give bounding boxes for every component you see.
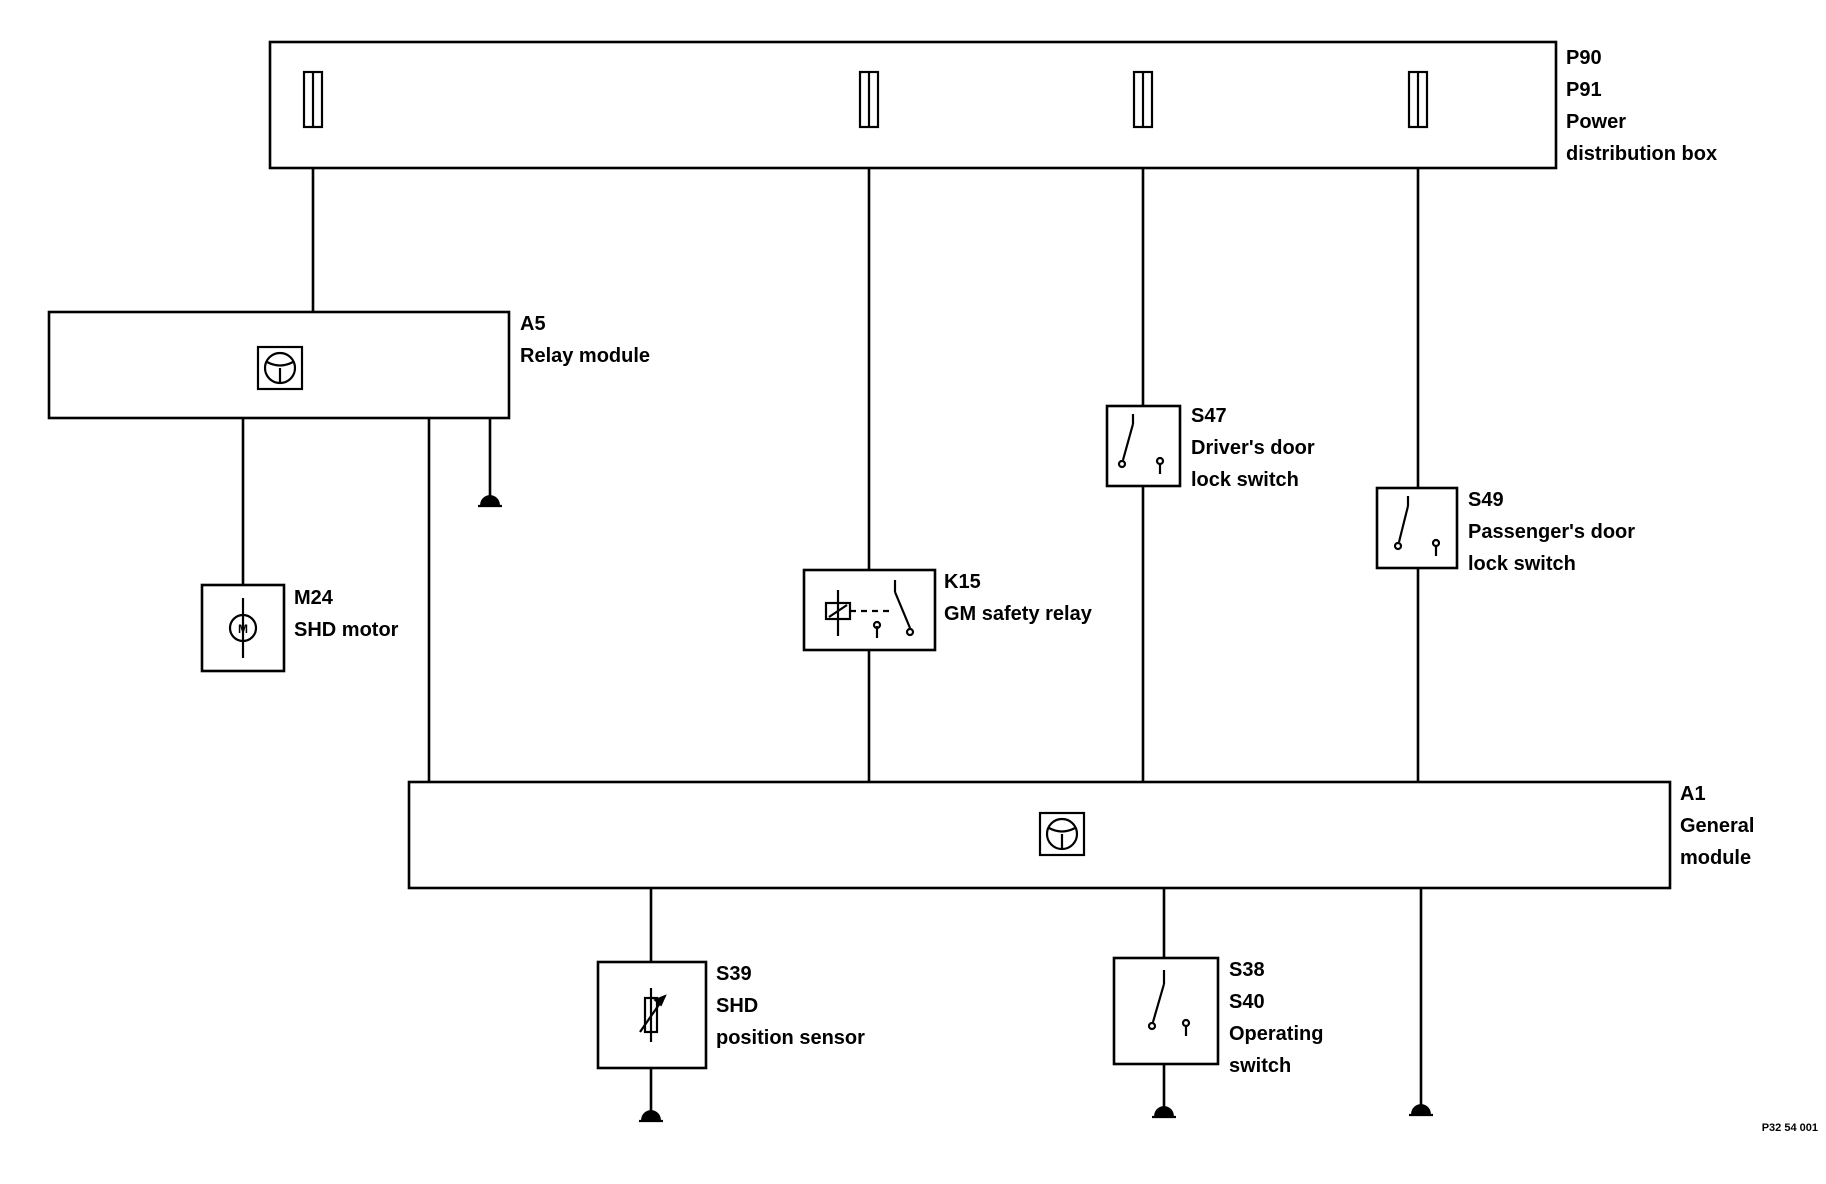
s40-code-label: S40 [1229,991,1265,1013]
control-module-icon [1038,811,1086,857]
operating-switch-s38-s40: S38 S40 Operating switch [1112,956,1323,1119]
general-module-a1: A1 General module [407,780,1754,890]
ground-icon [1409,1104,1433,1117]
s38-name-label: Operating [1229,1023,1323,1045]
wires [241,127,1423,1112]
ground-icon [639,1110,663,1123]
k15-code-label: K15 [944,571,981,593]
fuse-icon [1407,70,1429,129]
switch-icon [1117,414,1165,474]
gm-safety-relay-frame [802,568,937,652]
s49-name-label-2: lock switch [1468,553,1576,575]
a1-name-label-2: module [1680,847,1751,869]
s47-frame [1105,404,1182,488]
fuse-icon [1132,70,1154,129]
s47-code-label: S47 [1191,405,1227,427]
switch-icon [1393,496,1441,556]
s38-code-label: S38 [1229,959,1265,981]
s49-name-label: Passenger's door [1468,521,1635,543]
shd-motor-m24: M M24 SHD motor [200,583,399,673]
relay-module-a5: A5 Relay module [47,310,650,508]
s39-code-label: S39 [716,963,752,985]
s47-name-label: Driver's door [1191,437,1315,459]
s47-name-label-2: lock switch [1191,469,1299,491]
gm-safety-relay-k15: K15 GM safety relay [802,568,1093,652]
fuse-icon [302,70,324,129]
s38-name-label-2: switch [1229,1055,1291,1077]
a5-name-label: Relay module [520,345,650,367]
figure-reference: P32 54 001 [1762,1122,1818,1134]
s39-name-label-2: position sensor [716,1027,865,1049]
relay-icon [824,580,915,638]
fuse-icon [858,70,880,129]
drivers-door-lock-switch-s47: S47 Driver's door lock switch [1105,404,1315,491]
a1-code-label: A1 [1680,783,1706,805]
power-distribution-box-frame [268,40,1558,170]
s49-code-label: S49 [1468,489,1504,511]
p91-code-label: P91 [1566,79,1602,101]
power-distribution-box: P90 P91 Power distribution box [268,40,1717,170]
p90-code-label: P90 [1566,47,1602,69]
p90-name-label: Power [1566,111,1626,133]
m24-code-label: M24 [294,587,334,609]
m24-name-label: SHD motor [294,619,399,641]
s39-name-label: SHD [716,995,758,1017]
a1-name-label: General [1680,815,1754,837]
motor-icon: M [228,598,258,658]
passengers-door-lock-switch-s49: S49 Passenger's door lock switch [1375,486,1635,575]
control-module-icon [256,345,304,391]
potentiometer-icon [639,988,667,1042]
ground-icon [478,495,502,508]
s49-frame [1375,486,1459,570]
switch-icon [1147,970,1191,1036]
p90-name-label-2: distribution box [1566,143,1717,165]
a5-code-label: A5 [520,313,546,335]
ground-icon [1152,1106,1176,1119]
k15-name-label: GM safety relay [944,603,1093,625]
svg-text:M: M [238,622,248,636]
shd-position-sensor-s39: S39 SHD position sensor [596,960,865,1123]
s38-frame [1112,956,1220,1066]
